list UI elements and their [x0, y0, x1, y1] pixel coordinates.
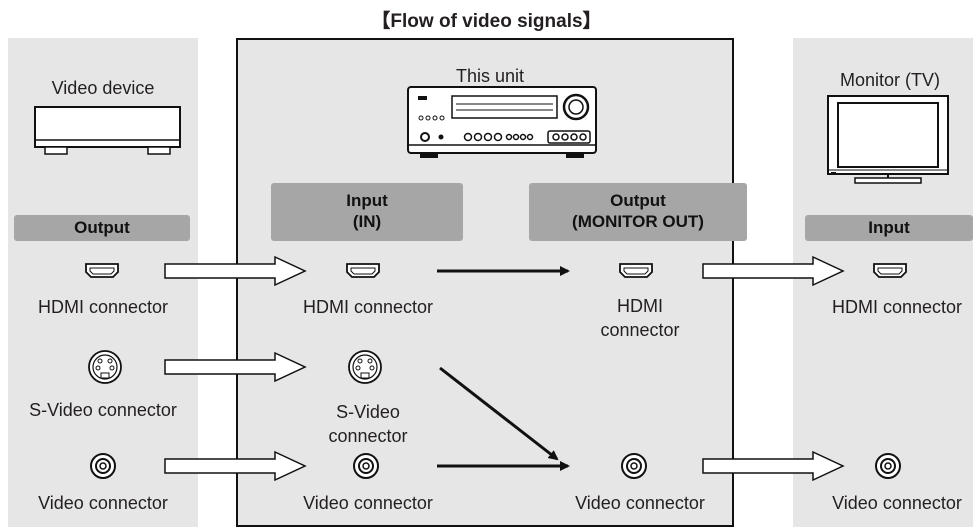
unit-in-hdmi-label: HDMI connector: [302, 297, 434, 317]
unit-output-header: Output (MONITOR OUT): [529, 183, 747, 241]
monitor-input-header: Input: [805, 215, 973, 241]
cable-arrow-hdmi-in: [164, 255, 307, 287]
source-svideo-label: S-Video connector: [29, 400, 177, 420]
unit-in-video-label: Video connector: [303, 493, 433, 513]
unit-out-video-label: Video connector: [575, 493, 705, 513]
hdmi-port-icon: [619, 263, 653, 278]
unit-input-header: Input (IN): [271, 183, 463, 241]
cable-arrow-video-in: [164, 450, 307, 482]
rca-port-icon: [621, 453, 647, 479]
av-receiver-icon: [407, 86, 597, 158]
tv-monitor-icon: [827, 95, 949, 184]
svideo-port-icon: [88, 350, 122, 384]
monitor-video-label: Video connector: [832, 493, 962, 513]
source-output-header: Output: [14, 215, 190, 241]
source-video-label: Video connector: [38, 493, 168, 513]
video-device-label: Video device: [51, 78, 155, 98]
cable-arrow-video-out: [702, 450, 845, 482]
video-device-icon: [34, 106, 181, 155]
unit-out-hdmi-label: HDMI connector: [600, 296, 680, 340]
rca-port-icon: [875, 453, 901, 479]
cable-arrow-svideo-in: [164, 351, 307, 383]
diagram-title: 【Flow of video signals】: [371, 11, 602, 32]
monitor-label: Monitor (TV): [839, 70, 940, 90]
this-unit-label: This unit: [455, 66, 525, 86]
cable-arrow-hdmi-out: [702, 255, 845, 287]
rca-port-icon: [90, 453, 116, 479]
hdmi-port-icon: [346, 263, 380, 278]
unit-in-svideo-label: S-Video connector: [328, 402, 408, 446]
hdmi-port-icon: [85, 263, 119, 278]
signal-path-svideo-to-video: [439, 366, 559, 461]
svideo-port-icon: [348, 350, 382, 384]
rca-port-icon: [353, 453, 379, 479]
source-hdmi-label: HDMI connector: [37, 297, 169, 317]
monitor-hdmi-label: HDMI connector: [831, 297, 963, 317]
hdmi-port-icon: [873, 263, 907, 278]
